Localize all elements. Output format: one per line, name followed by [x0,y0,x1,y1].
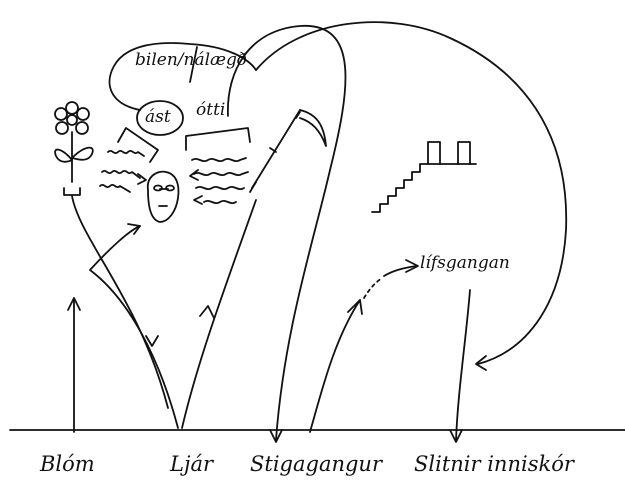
face-icon [148,172,179,222]
closeness-label: bilen/nálægð [135,50,247,70]
flower-label: Blóm [40,452,95,476]
shoes-label: Slitnir inniskór [414,452,574,476]
staircase-label: Stigagangur [250,452,382,476]
life-journey-label: lífsgangan [420,253,510,273]
love-label: ást [145,107,171,127]
love-waves [100,128,158,192]
scythe-icon [250,110,326,192]
flower-to-scythe-path [72,196,168,408]
staircase-loop-path [228,26,346,440]
shoes-loop-path [256,22,566,364]
flower-icon [55,102,93,195]
scythe-label: Ljár [170,452,213,476]
fear-label: ótti [196,100,225,120]
staircase-icon [372,142,476,212]
fear-waves [186,128,250,204]
